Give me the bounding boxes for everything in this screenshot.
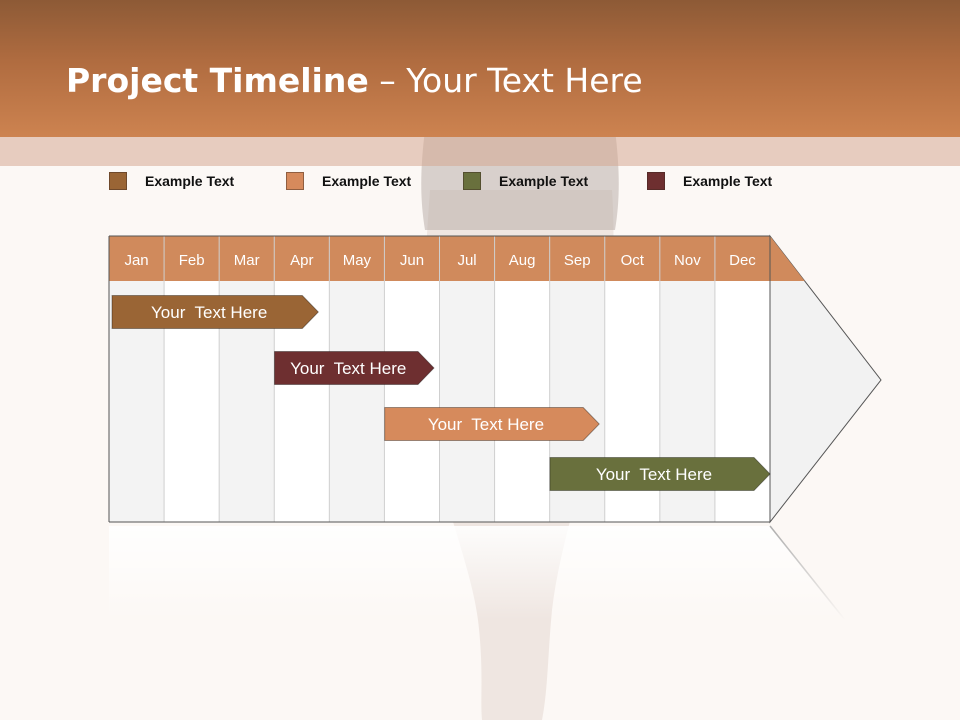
task-bar: [384, 407, 600, 441]
month-column: [329, 281, 385, 522]
month-header-cell: [714, 236, 770, 281]
month-label-jun: Jun: [400, 252, 424, 269]
legend-swatch: [647, 172, 665, 190]
month-header-cell: [659, 236, 715, 281]
month-label-aug: Aug: [509, 252, 536, 269]
task-bar: [273, 351, 435, 385]
month-label-oct: Oct: [621, 252, 645, 269]
task-bar: [549, 457, 771, 491]
month-header-cell: [439, 236, 495, 281]
month-label-jul: Jul: [457, 252, 476, 269]
month-label-nov: Nov: [674, 252, 701, 269]
month-header-cell: [219, 236, 275, 281]
month-column: [439, 281, 495, 522]
month-label-dec: Dec: [729, 252, 756, 269]
month-header-cell: [494, 236, 550, 281]
month-label-may: May: [343, 252, 372, 269]
legend-label: Example Text: [683, 173, 773, 189]
task-bar: [111, 295, 320, 329]
month-header-cell: [329, 236, 385, 281]
legend-item: Example Text: [109, 170, 234, 192]
task-bar-label: Your Text Here: [151, 303, 267, 322]
legend-label: Example Text: [499, 173, 589, 189]
reflection-edge: [769, 525, 846, 621]
timeline-reflection: [109, 526, 845, 620]
month-column: [494, 281, 550, 522]
legend-label: Example Text: [322, 173, 412, 189]
month-label-sep: Sep: [564, 252, 591, 269]
task-bar-label: Your Text Here: [596, 465, 712, 484]
slide-title: Project Timeline – Your Text Here: [66, 58, 643, 104]
month-header-cell: [274, 236, 330, 281]
arrow-head-cap: [770, 236, 805, 281]
legend-swatch: [286, 172, 304, 190]
header-banner: [0, 0, 960, 137]
legend-swatch: [109, 172, 127, 190]
header-band: [0, 137, 960, 166]
legend-label: Example Text: [145, 173, 235, 189]
month-column: [384, 281, 440, 522]
title-rest: – Your Text Here: [368, 61, 643, 100]
month-label-jan: Jan: [124, 252, 148, 269]
month-label-feb: Feb: [179, 252, 205, 269]
legend-swatch: [463, 172, 481, 190]
month-header-cell: [109, 236, 165, 281]
legend-item: Example Text: [286, 170, 411, 192]
title-bold: Project Timeline: [66, 61, 369, 100]
month-label-mar: Mar: [234, 252, 260, 269]
task-bar-label: Your Text Here: [428, 415, 544, 434]
legend-item: Example Text: [463, 170, 588, 192]
task-bar-label: Your Text Here: [290, 359, 406, 378]
month-header-cell: [384, 236, 440, 281]
month-header-cell: [604, 236, 660, 281]
month-header-cell: [549, 236, 605, 281]
legend-item: Example Text: [647, 170, 772, 192]
month-label-apr: Apr: [290, 252, 313, 269]
month-header-cell: [164, 236, 220, 281]
